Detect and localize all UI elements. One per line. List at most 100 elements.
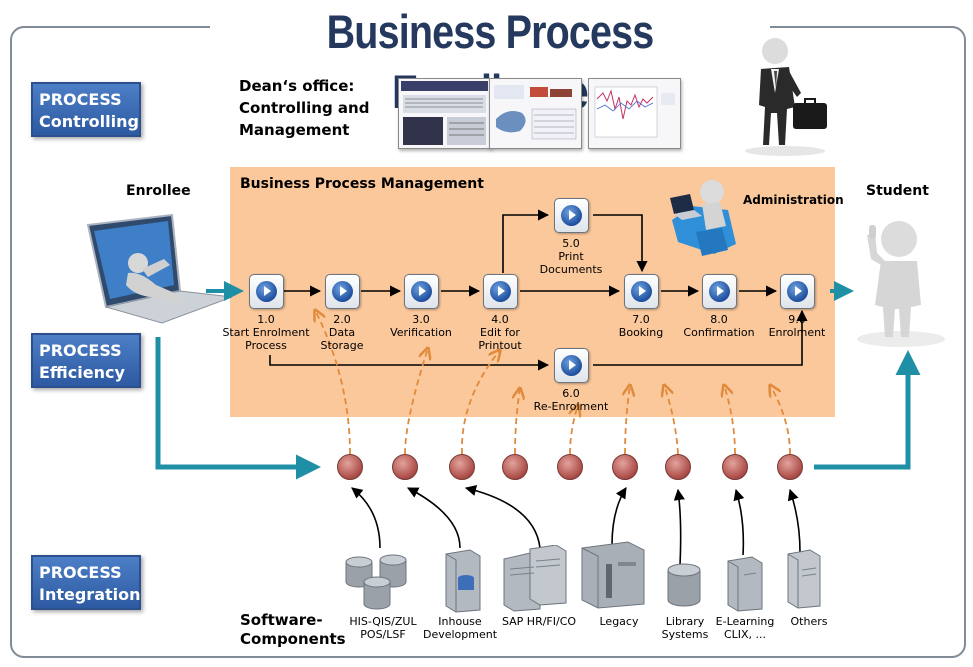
integration-node — [392, 454, 418, 480]
badge-process-integration: PROCESS Integration — [31, 555, 141, 610]
step-number: 5.0 — [562, 237, 580, 250]
integration-dashed-arrows — [315, 310, 791, 455]
software-line2: Components — [240, 630, 346, 648]
component-line2: CLIX, ... — [723, 628, 767, 641]
arrow-right-icon — [787, 281, 808, 302]
component-line1: Library — [665, 615, 705, 628]
arrow-right-icon — [709, 281, 730, 302]
step-line2: Printout — [478, 339, 522, 352]
step-line1: Data — [328, 326, 356, 339]
enrollee-label: Enrollee — [126, 183, 191, 199]
deans-office-line2: Controlling and — [239, 99, 370, 117]
component-line2: Systems — [661, 628, 709, 641]
step-line1: Print — [558, 250, 584, 263]
arrow-right-icon — [561, 355, 582, 376]
step-8-button[interactable] — [702, 274, 737, 309]
component-line1: HIS-QIS/ZUL — [349, 615, 417, 628]
badge-line1: PROCESS — [39, 563, 122, 582]
component-line1: Others — [790, 615, 828, 628]
step-line1: Edit for — [480, 326, 520, 339]
step-number: 2.0 — [333, 313, 351, 326]
step-number: 3.0 — [412, 313, 430, 326]
component-line2: Development — [422, 628, 498, 641]
step-line1: Verification — [390, 326, 452, 339]
arrow-right-icon — [631, 281, 652, 302]
step-number: 9.0 — [788, 313, 806, 326]
step-7-button[interactable] — [624, 274, 659, 309]
others-server-icon — [787, 549, 821, 609]
report-screenshot-chart — [588, 78, 681, 149]
step-line2: Process — [245, 339, 287, 352]
step-2-label: 2.0 Data Storage — [292, 313, 392, 352]
badge-line2: Efficiency — [39, 363, 125, 382]
step-line2: Storage — [320, 339, 364, 352]
bpm-title: Business Process Management — [240, 176, 484, 192]
step-9-button[interactable] — [780, 274, 815, 309]
step-number: 7.0 — [632, 313, 650, 326]
step-7-label: 7.0 Booking — [591, 313, 691, 339]
software-line1: Software- — [240, 611, 323, 629]
badge-line2: Integration — [39, 585, 141, 604]
teal-flow-arrows — [155, 281, 921, 480]
title-backdrop — [210, 4, 770, 60]
step-5-button[interactable] — [554, 198, 589, 233]
integration-node — [502, 454, 528, 480]
administration-figure-image — [670, 180, 736, 256]
component-label-others: Others — [754, 615, 864, 628]
step-1-button[interactable] — [249, 274, 284, 309]
component-link-arrows — [351, 484, 801, 566]
step-3-button[interactable] — [404, 274, 439, 309]
step-6-button[interactable] — [554, 348, 589, 383]
arrow-right-icon — [411, 281, 432, 302]
component-line2: POS/LSF — [360, 628, 406, 641]
component-line1: E-Learning — [715, 615, 775, 628]
component-line1: Inhouse — [438, 615, 482, 628]
map-report-image — [494, 85, 577, 140]
process-flow-arrows — [269, 209, 808, 371]
deans-office-label: Dean‘s office: Controlling and Managemen… — [239, 75, 369, 141]
integration-node — [665, 454, 691, 480]
step-4-label: 4.0 Edit for Printout — [450, 313, 550, 352]
component-label-inhouse: Inhouse Development — [405, 615, 515, 641]
step-1-label: 1.0 Start Enrolment Process — [216, 313, 316, 352]
legacy-mainframe-icon — [581, 541, 645, 609]
component-label-sap: SAP HR/FI/CO — [484, 615, 594, 628]
badge-line1: PROCESS — [39, 341, 122, 360]
report-screenshot-table — [398, 78, 491, 149]
step-number: 8.0 — [710, 313, 728, 326]
elearning-server-icon — [727, 556, 763, 612]
integration-node — [557, 454, 583, 480]
deans-office-line1: Dean‘s office: — [239, 77, 355, 95]
sap-servers-icon — [503, 545, 567, 612]
step-number: 4.0 — [491, 313, 509, 326]
step-4-button[interactable] — [483, 274, 518, 309]
step-5-label: 5.0 Print Documents — [521, 237, 621, 276]
component-label-elearning: E-Learning CLIX, ... — [690, 615, 800, 641]
integration-node — [449, 454, 475, 480]
step-8-label: 8.0 Confirmation — [669, 313, 769, 339]
component-label-his: HIS-QIS/ZUL POS/LSF — [328, 615, 438, 641]
library-database-icon — [667, 563, 701, 607]
step-line2: Documents — [539, 263, 603, 276]
step-2-button[interactable] — [325, 274, 360, 309]
badge-line1: PROCESS — [39, 90, 122, 109]
student-figure-image — [857, 221, 945, 347]
line-chart-report-image — [594, 86, 675, 138]
step-line1: Enrolment — [768, 326, 826, 339]
step-6-label: 6.0 Re-Enrolment — [521, 387, 621, 413]
report-screenshot-map — [489, 78, 582, 149]
administration-label: Administration — [743, 193, 844, 207]
step-line1: Re-Enrolment — [533, 400, 609, 413]
badge-process-efficiency: PROCESS Efficiency — [31, 333, 141, 388]
component-label-library: Library Systems — [630, 615, 740, 641]
laptop-enrollee-image — [86, 213, 233, 324]
integration-node — [612, 454, 638, 480]
step-9-label: 9.0 Enrolment — [747, 313, 847, 339]
step-number: 1.0 — [257, 313, 275, 326]
badge-process-controlling: PROCESS Controlling — [31, 82, 141, 137]
deans-office-line3: Management — [239, 121, 350, 139]
component-line1: Legacy — [599, 615, 639, 628]
step-line1: Confirmation — [683, 326, 755, 339]
student-label: Student — [866, 183, 929, 199]
